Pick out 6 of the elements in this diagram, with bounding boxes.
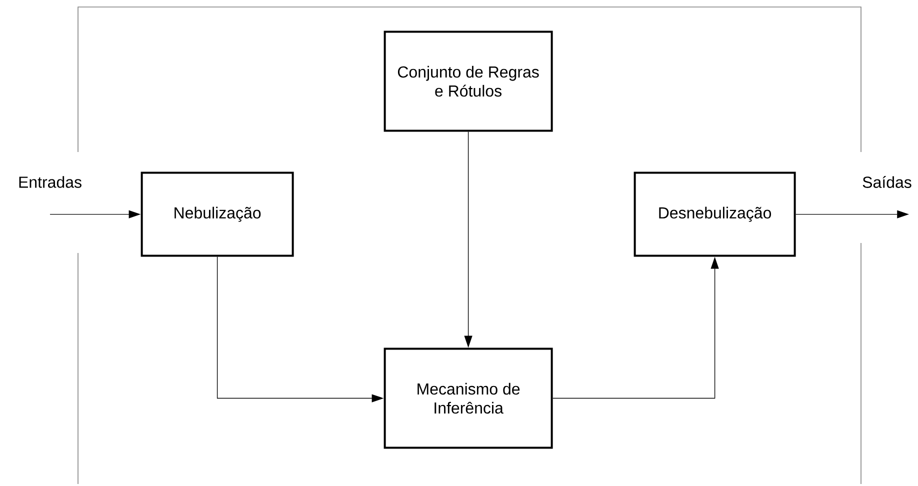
- process-box: Mecanismo de Inferência: [384, 348, 553, 449]
- process-box: Conjunto de Regras e Rótulos: [384, 30, 553, 132]
- process-box: Desnebulização: [634, 172, 796, 257]
- io-label: Saídas: [862, 176, 912, 188]
- io-label: Entradas: [19, 176, 82, 188]
- process-box: Nebulização: [140, 172, 294, 257]
